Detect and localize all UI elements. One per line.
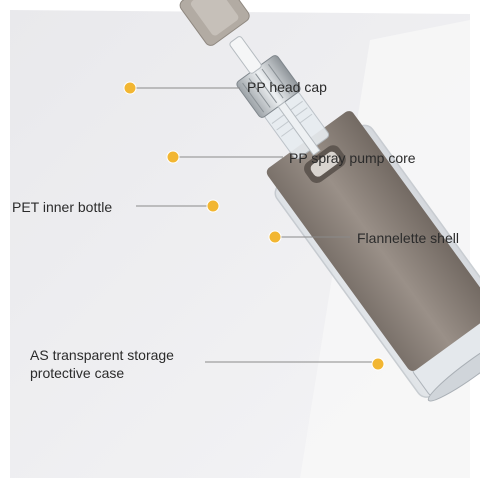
spray-pump-core	[229, 36, 321, 156]
label-pet-inner-bottle: PET inner bottle	[12, 199, 113, 215]
callout-dot-shell	[268, 230, 282, 244]
callout-dot-head-cap	[123, 81, 137, 95]
callout-dot-pet-bottle	[206, 199, 220, 213]
label-storage-case: AS transparent storage protective case	[30, 346, 230, 382]
callout-dot-case	[371, 357, 385, 371]
leader-lines	[133, 87, 378, 363]
head-cap	[179, 0, 250, 46]
callout-dot-spray-pump	[166, 150, 180, 164]
flannelette-shell	[266, 111, 480, 371]
label-storage-case-line1: AS transparent storage	[30, 347, 174, 363]
label-head-cap: PP head cap	[247, 79, 327, 95]
label-flannelette-shell: Flannelette shell	[357, 230, 459, 246]
label-spray-pump-core: PP spray pump core	[289, 150, 416, 166]
label-storage-case-line2: protective case	[30, 365, 125, 381]
